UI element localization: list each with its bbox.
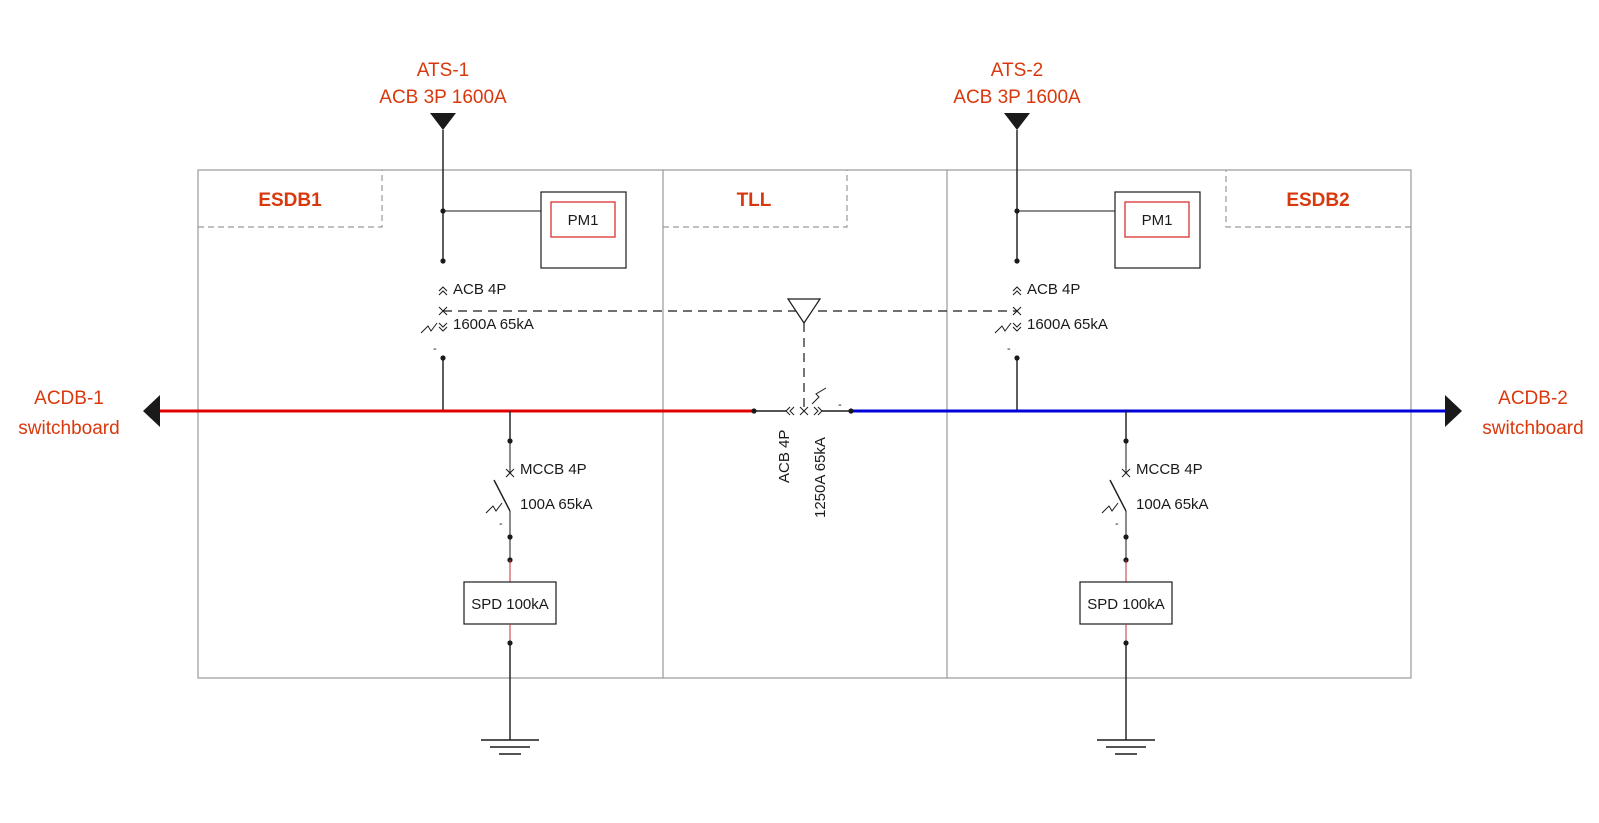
source-rating-ats1: ACB 3P 1600A bbox=[379, 87, 507, 108]
spd-left-label: SPD 100kA bbox=[471, 596, 549, 613]
power-meter-left-display bbox=[550, 201, 616, 238]
panel-title-esdb2: ESDB2 bbox=[1286, 190, 1349, 211]
load-arrow-acdb1 bbox=[143, 395, 160, 427]
feeder-right: - bbox=[1079, 411, 1173, 755]
feeder-left-rating: 100A 65kA bbox=[520, 496, 593, 513]
feeder-right-rating: 100A 65kA bbox=[1136, 496, 1209, 513]
tie-breaker-rating: 1250A 65kA bbox=[812, 437, 829, 518]
tll-title-box bbox=[663, 170, 848, 228]
source-arrow-ats2 bbox=[1004, 113, 1030, 130]
tie-breaker: - bbox=[751, 387, 854, 416]
power-meter-left-label: PM1 bbox=[568, 212, 599, 229]
power-meter-left bbox=[540, 191, 627, 269]
incomer-left-type: ACB 4P bbox=[453, 281, 506, 298]
interlock-symbol bbox=[786, 298, 822, 325]
source-rating-ats2: ACB 3P 1600A bbox=[953, 87, 1081, 108]
esdb1-title-box bbox=[198, 170, 383, 228]
load-arrow-acdb2 bbox=[1445, 395, 1462, 427]
feeder-left-type: MCCB 4P bbox=[520, 461, 587, 478]
feeder-right-type: MCCB 4P bbox=[1136, 461, 1203, 478]
load-name-acdb2: ACDB-2 bbox=[1498, 388, 1568, 409]
power-meter-right bbox=[1114, 191, 1201, 269]
incomer-right-type: ACB 4P bbox=[1027, 281, 1080, 298]
load-name-acdb1: ACDB-1 bbox=[34, 388, 104, 409]
power-meter-right-display bbox=[1124, 201, 1190, 238]
panel-title-tll: TLL bbox=[737, 190, 772, 211]
incomer-left: - bbox=[420, 130, 541, 411]
incomer-right-rating: 1600A 65kA bbox=[1027, 316, 1108, 333]
switchgear-enclosure bbox=[197, 169, 1412, 679]
svg-text:-: - bbox=[433, 343, 437, 355]
feeder-left: - bbox=[463, 411, 557, 755]
source-name-ats2: ATS-2 bbox=[991, 60, 1043, 81]
power-meter-right-label: PM1 bbox=[1142, 212, 1173, 229]
source-name-ats1: ATS-1 bbox=[417, 60, 469, 81]
panel-title-esdb1: ESDB1 bbox=[258, 190, 322, 211]
source-arrow-ats1 bbox=[430, 113, 456, 130]
incomer-left-rating: 1600A 65kA bbox=[453, 316, 534, 333]
load-desc-acdb2: switchboard bbox=[1482, 418, 1583, 439]
svg-text:-: - bbox=[499, 518, 503, 530]
spd-right-label: SPD 100kA bbox=[1087, 596, 1165, 613]
svg-text:-: - bbox=[838, 399, 842, 411]
load-desc-acdb1: switchboard bbox=[18, 418, 119, 439]
tie-breaker-type: ACB 4P bbox=[776, 430, 793, 483]
incomer-right: - bbox=[994, 130, 1115, 411]
esdb2-title-box bbox=[1225, 170, 1411, 228]
svg-text:-: - bbox=[1007, 343, 1011, 355]
svg-text:-: - bbox=[1115, 518, 1119, 530]
